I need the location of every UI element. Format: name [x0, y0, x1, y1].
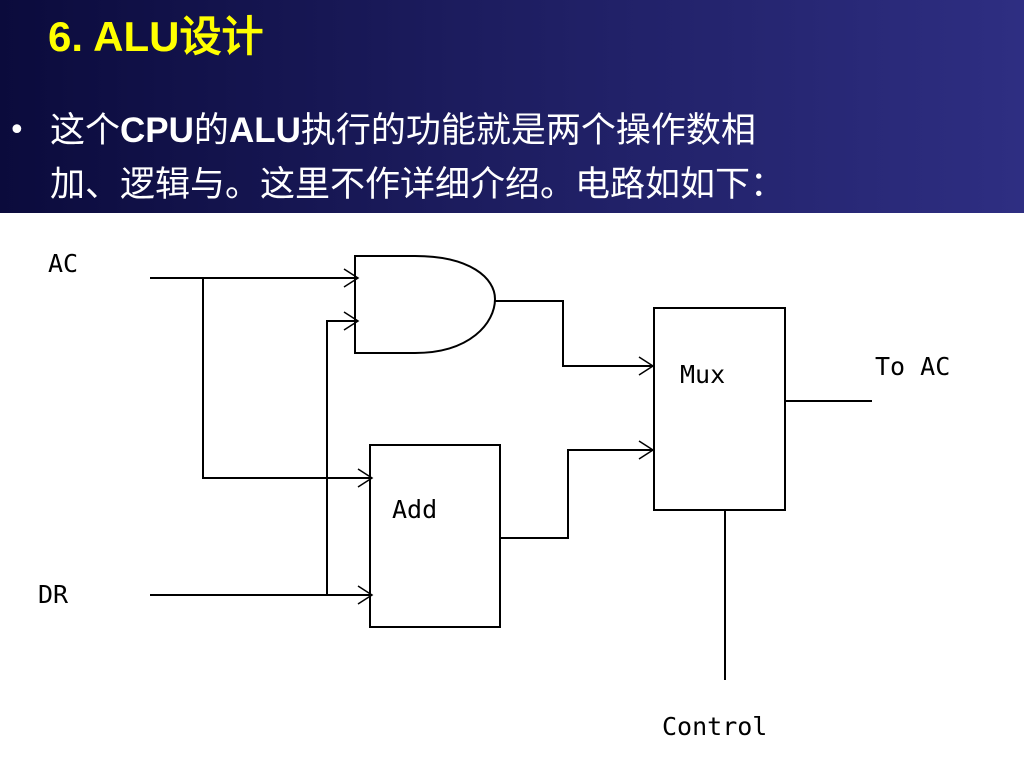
bullet-icon: • — [8, 113, 26, 148]
and-gate — [354, 255, 497, 354]
slide-title: 6. ALU设计 — [48, 13, 264, 60]
mux-block — [653, 307, 786, 511]
slide-header: 6. ALU设计 • 这个CPU的ALU执行的功能就是两个操作数相加、逻辑与。这… — [0, 0, 1024, 213]
arrowhead-icon — [357, 468, 374, 488]
adder-label: Add — [392, 495, 437, 524]
bullet-text: 这个CPU的ALU执行的功能就是两个操作数相加、逻辑与。这里不作详细介绍。电路如… — [50, 104, 990, 212]
arrowhead-icon — [357, 585, 374, 605]
dr-to-and-wire — [326, 320, 358, 595]
dr-input-label: DR — [38, 580, 69, 609]
arrowhead-icon — [343, 268, 360, 288]
control-label: Control — [662, 712, 767, 741]
bullet-text-part: 执行的功能就是两个操作数相 — [300, 111, 756, 150]
bullet-text-cpu: CPU — [120, 111, 194, 150]
bullet-text-line2: 加、逻辑与。这里不作详细介绍。电路如如下： — [50, 165, 786, 204]
output-label: To AC — [875, 352, 950, 381]
ac-to-adder-wire — [202, 278, 372, 479]
arrowhead-icon — [638, 356, 655, 376]
bullet-text-alu: ALU — [228, 111, 301, 150]
adder-to-mux-wire — [500, 449, 653, 539]
arrowhead-icon — [343, 311, 360, 331]
bullet-text-part: 这个 — [50, 111, 121, 150]
arrowhead-icon — [638, 440, 655, 460]
mux-label: Mux — [680, 360, 725, 389]
and-to-mux-wire — [495, 300, 653, 367]
alu-circuit-diagram: AC DR Add Mux To AC Control — [38, 249, 950, 741]
adder-block — [369, 444, 501, 628]
bullet-text-part: 的 — [193, 111, 229, 150]
ac-input-label: AC — [48, 249, 78, 278]
